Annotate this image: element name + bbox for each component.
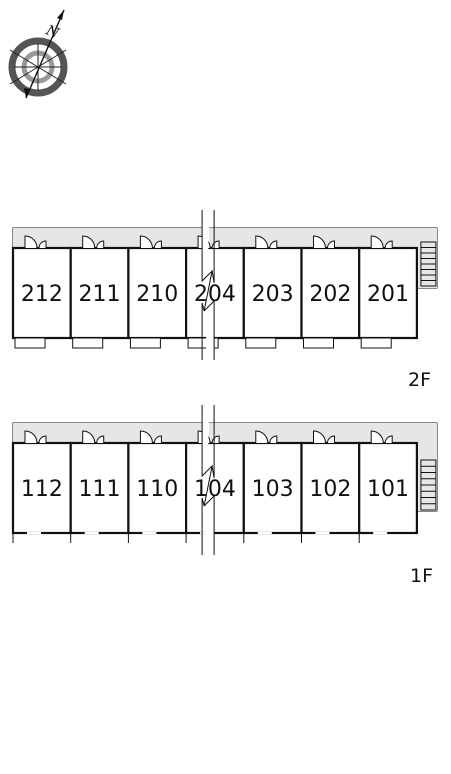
room-number-201: 201 [367, 282, 409, 307]
room-number-212: 212 [21, 282, 63, 307]
room-101 [358, 441, 419, 535]
balcony [303, 337, 334, 349]
break-mark-fill [202, 210, 215, 360]
door-icon [82, 235, 96, 249]
break-mark [201, 210, 213, 360]
floor-label-2f: 2F [408, 369, 431, 391]
door-icon [370, 430, 384, 444]
door-leaf-icon [384, 435, 393, 444]
door-leaf-icon [38, 435, 47, 444]
door-icon [24, 235, 38, 249]
door-leaf-icon [327, 240, 335, 249]
door-leaf-icon [269, 435, 278, 444]
room-number-203: 203 [252, 282, 294, 307]
room-number-210: 210 [136, 282, 178, 307]
door-icon [313, 430, 326, 444]
room-number-111: 111 [79, 477, 121, 502]
break-mark [203, 405, 215, 555]
staircase [420, 241, 437, 287]
door-leaf-icon [153, 240, 162, 249]
balcony [14, 337, 46, 349]
door-icon [24, 430, 38, 444]
door-leaf-icon [269, 240, 278, 249]
door-leaf-icon [38, 240, 47, 249]
room-number-103: 103 [252, 477, 294, 502]
balcony [360, 337, 392, 349]
compass-rose-icon: N [8, 9, 68, 99]
floor-1f-plan: 112 111 110 104 103 102 101 1F [11, 405, 438, 587]
room-number-110: 110 [136, 477, 178, 502]
break-mark [203, 210, 215, 360]
staircase [420, 459, 437, 511]
room-203 [242, 246, 303, 340]
balcony [245, 337, 277, 349]
door-icon [370, 235, 384, 249]
room-number-211: 211 [79, 282, 121, 307]
room-202 [300, 246, 361, 340]
room-number-204: 204 [194, 282, 236, 307]
room-number-102: 102 [309, 477, 351, 502]
break-mark-fill [202, 405, 215, 555]
door-icon [313, 235, 326, 249]
balcony [187, 337, 219, 349]
door-icon [139, 430, 153, 444]
door-leaf-icon [153, 435, 162, 444]
door-leaf-icon [96, 240, 105, 249]
room-112 [11, 441, 72, 535]
floor-label-1f: 1F [410, 565, 433, 587]
room-number-101: 101 [367, 477, 409, 502]
room-number-202: 202 [309, 282, 351, 307]
door-icon [255, 235, 269, 249]
door-leaf-icon [384, 240, 393, 249]
door-icon [82, 430, 96, 444]
room-number-112: 112 [21, 477, 63, 502]
floor-2f-plan: 212 211 210 204 203 202 201 2F [11, 210, 438, 391]
door-icon [139, 235, 153, 249]
break-mark [201, 405, 213, 555]
door-icon [255, 430, 269, 444]
corridor-end-fill [416, 423, 437, 511]
door-leaf-icon [96, 435, 105, 444]
door-leaf-icon [327, 435, 335, 444]
balcony [72, 337, 104, 349]
room-number-104: 104 [194, 477, 236, 502]
room-102 [300, 441, 361, 535]
room-104 [185, 441, 245, 535]
balcony [129, 337, 161, 349]
room-201 [358, 246, 419, 340]
